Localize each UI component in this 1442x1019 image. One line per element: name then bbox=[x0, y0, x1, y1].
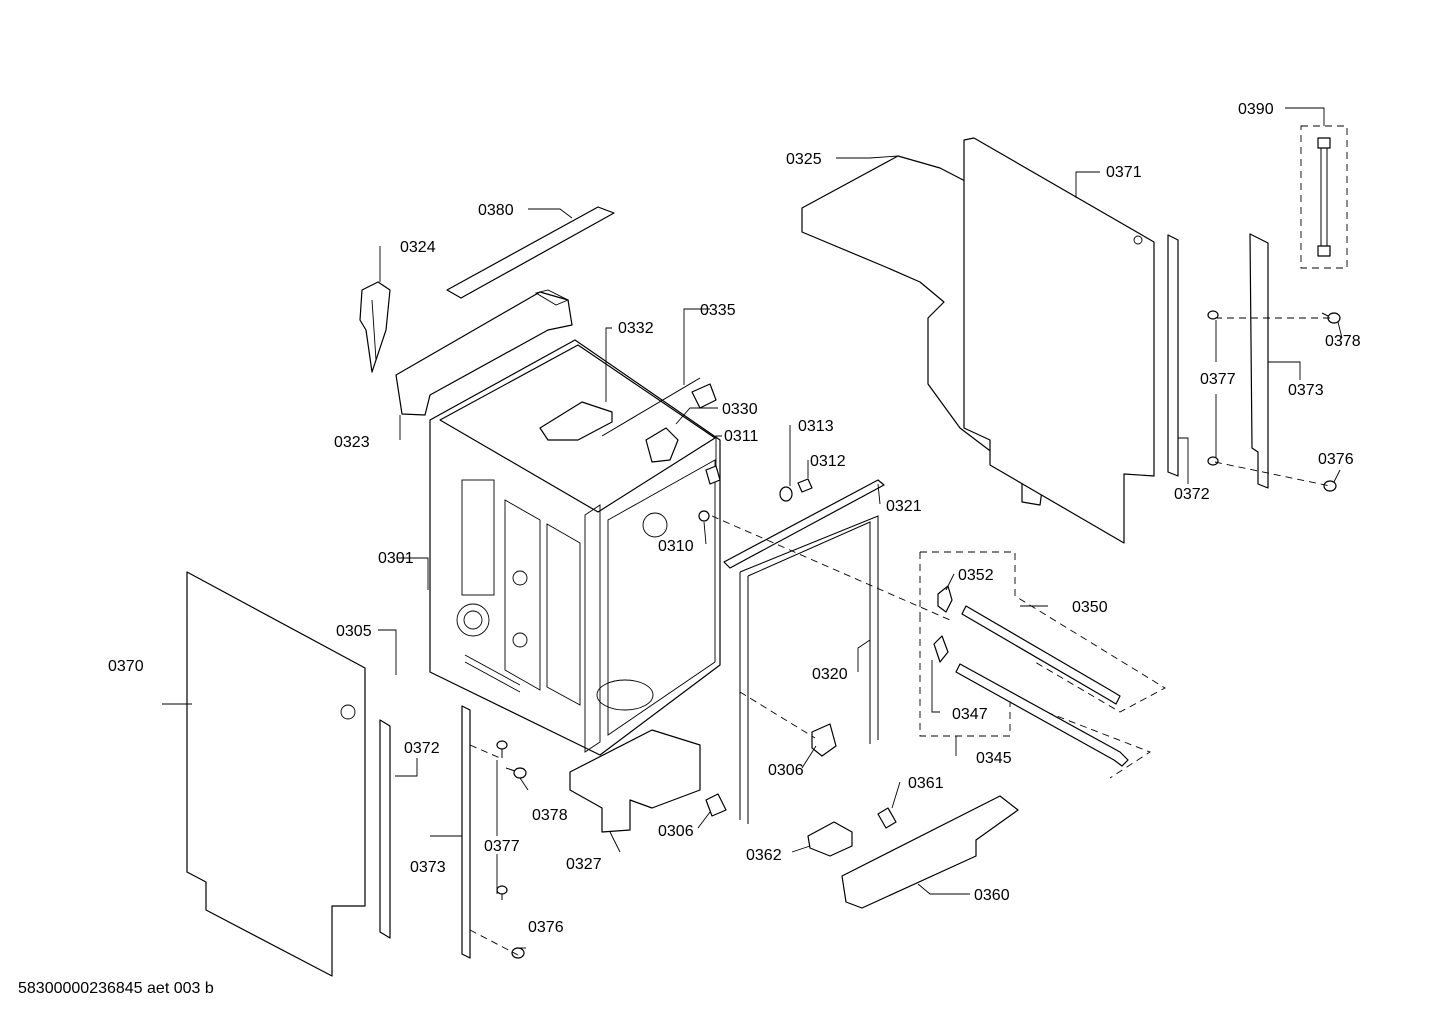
callout-0376-left: 0376 bbox=[528, 919, 564, 936]
part-0347-clip bbox=[933, 635, 949, 663]
part-group-0345-rail-set bbox=[919, 615, 1151, 779]
callout-0380: 0380 bbox=[478, 202, 514, 219]
part-0378-screw-left bbox=[505, 767, 527, 779]
part-0330-module bbox=[645, 427, 679, 463]
callout-0325: 0325 bbox=[786, 151, 822, 168]
callout-0324: 0324 bbox=[400, 239, 436, 256]
part-0352-clip bbox=[937, 585, 953, 613]
callout-0306-middle: 0306 bbox=[768, 762, 804, 779]
callout-0372-left: 0372 bbox=[404, 740, 440, 757]
part-0306-part-bottom bbox=[705, 793, 727, 817]
part-0373-rail-left bbox=[461, 705, 471, 959]
drawing-reference-number: 58300000236845 aet 003 b bbox=[18, 980, 214, 997]
part-0371-back-panel bbox=[963, 137, 1155, 544]
callout-0377-right: 0377 bbox=[1200, 371, 1236, 388]
callout-0370: 0370 bbox=[108, 658, 144, 675]
part-0311-clip bbox=[705, 465, 721, 485]
part-0380-cover-strip bbox=[446, 206, 615, 299]
callout-0376-right: 0376 bbox=[1318, 451, 1354, 468]
part-0327-base-tray bbox=[569, 729, 701, 833]
part-0321-top-seal bbox=[723, 479, 885, 569]
dashed-guide-lines bbox=[469, 317, 1331, 956]
callout-0332: 0332 bbox=[618, 320, 654, 337]
part-0377-screw-right-bottom bbox=[1207, 456, 1219, 466]
callout-0373-left: 0373 bbox=[410, 859, 446, 876]
part-0332-component bbox=[539, 401, 613, 441]
part-0372-seal-strip-left bbox=[379, 719, 391, 939]
callout-labels: 0390 0325 0371 0380 0324 0335 0332 0378 … bbox=[108, 101, 1361, 936]
part-group-0350-rail-set bbox=[919, 551, 1166, 713]
part-0362-module bbox=[807, 821, 853, 857]
callout-0305: 0305 bbox=[336, 623, 372, 640]
part-0312-screw bbox=[797, 478, 813, 493]
callout-0345: 0345 bbox=[976, 750, 1012, 767]
callout-0373-right: 0373 bbox=[1288, 382, 1324, 399]
part-0370-side-panel bbox=[186, 571, 366, 977]
part-0390-cable-set bbox=[1300, 125, 1348, 269]
part-0373-rail-right bbox=[1249, 233, 1269, 489]
callout-0371: 0371 bbox=[1106, 164, 1142, 181]
callout-0320: 0320 bbox=[812, 666, 848, 683]
callout-0323: 0323 bbox=[334, 434, 370, 451]
callout-0378-right: 0378 bbox=[1325, 333, 1361, 350]
part-0324-hinge-bracket bbox=[359, 281, 391, 373]
part-0310-roller bbox=[698, 510, 710, 522]
callout-0327: 0327 bbox=[566, 856, 602, 873]
part-0335-cable bbox=[601, 377, 717, 437]
callout-0377-left: 0377 bbox=[484, 838, 520, 855]
callout-0362: 0362 bbox=[746, 847, 782, 864]
part-0377-screw-right-top bbox=[1207, 310, 1219, 320]
callout-0311: 0311 bbox=[724, 428, 759, 445]
callout-0347: 0347 bbox=[952, 706, 988, 723]
callout-0378-left: 0378 bbox=[532, 807, 568, 824]
callout-0310: 0310 bbox=[658, 538, 694, 555]
callout-0306-bottom: 0306 bbox=[658, 823, 694, 840]
part-0323-insulation-block bbox=[395, 289, 573, 416]
callout-0361: 0361 bbox=[908, 775, 944, 792]
part-0372-seal-strip-right bbox=[1167, 234, 1179, 477]
part-0377-screw-left-bottom bbox=[496, 885, 508, 900]
callout-0301: 0301 bbox=[378, 550, 414, 567]
callout-0360: 0360 bbox=[974, 887, 1010, 904]
callout-0321: 0321 bbox=[886, 498, 922, 515]
callout-0390: 0390 bbox=[1238, 101, 1274, 118]
part-0313-nut bbox=[779, 486, 793, 502]
leader-lines bbox=[162, 107, 1343, 949]
callout-0352: 0352 bbox=[958, 567, 994, 584]
callout-0330: 0330 bbox=[722, 401, 758, 418]
callout-0313: 0313 bbox=[798, 418, 834, 435]
part-0376-screw-right bbox=[1323, 480, 1337, 492]
callout-0350: 0350 bbox=[1072, 599, 1108, 616]
part-0306-part-middle bbox=[811, 723, 837, 757]
callout-0372-right: 0372 bbox=[1174, 486, 1210, 503]
callout-0335: 0335 bbox=[700, 302, 736, 319]
part-0377-screw-left-top bbox=[496, 740, 508, 758]
callout-0312: 0312 bbox=[810, 453, 846, 470]
part-0360-tray bbox=[841, 795, 1019, 909]
part-0361-clip bbox=[877, 807, 897, 829]
part-0320-door-seal bbox=[739, 515, 879, 824]
